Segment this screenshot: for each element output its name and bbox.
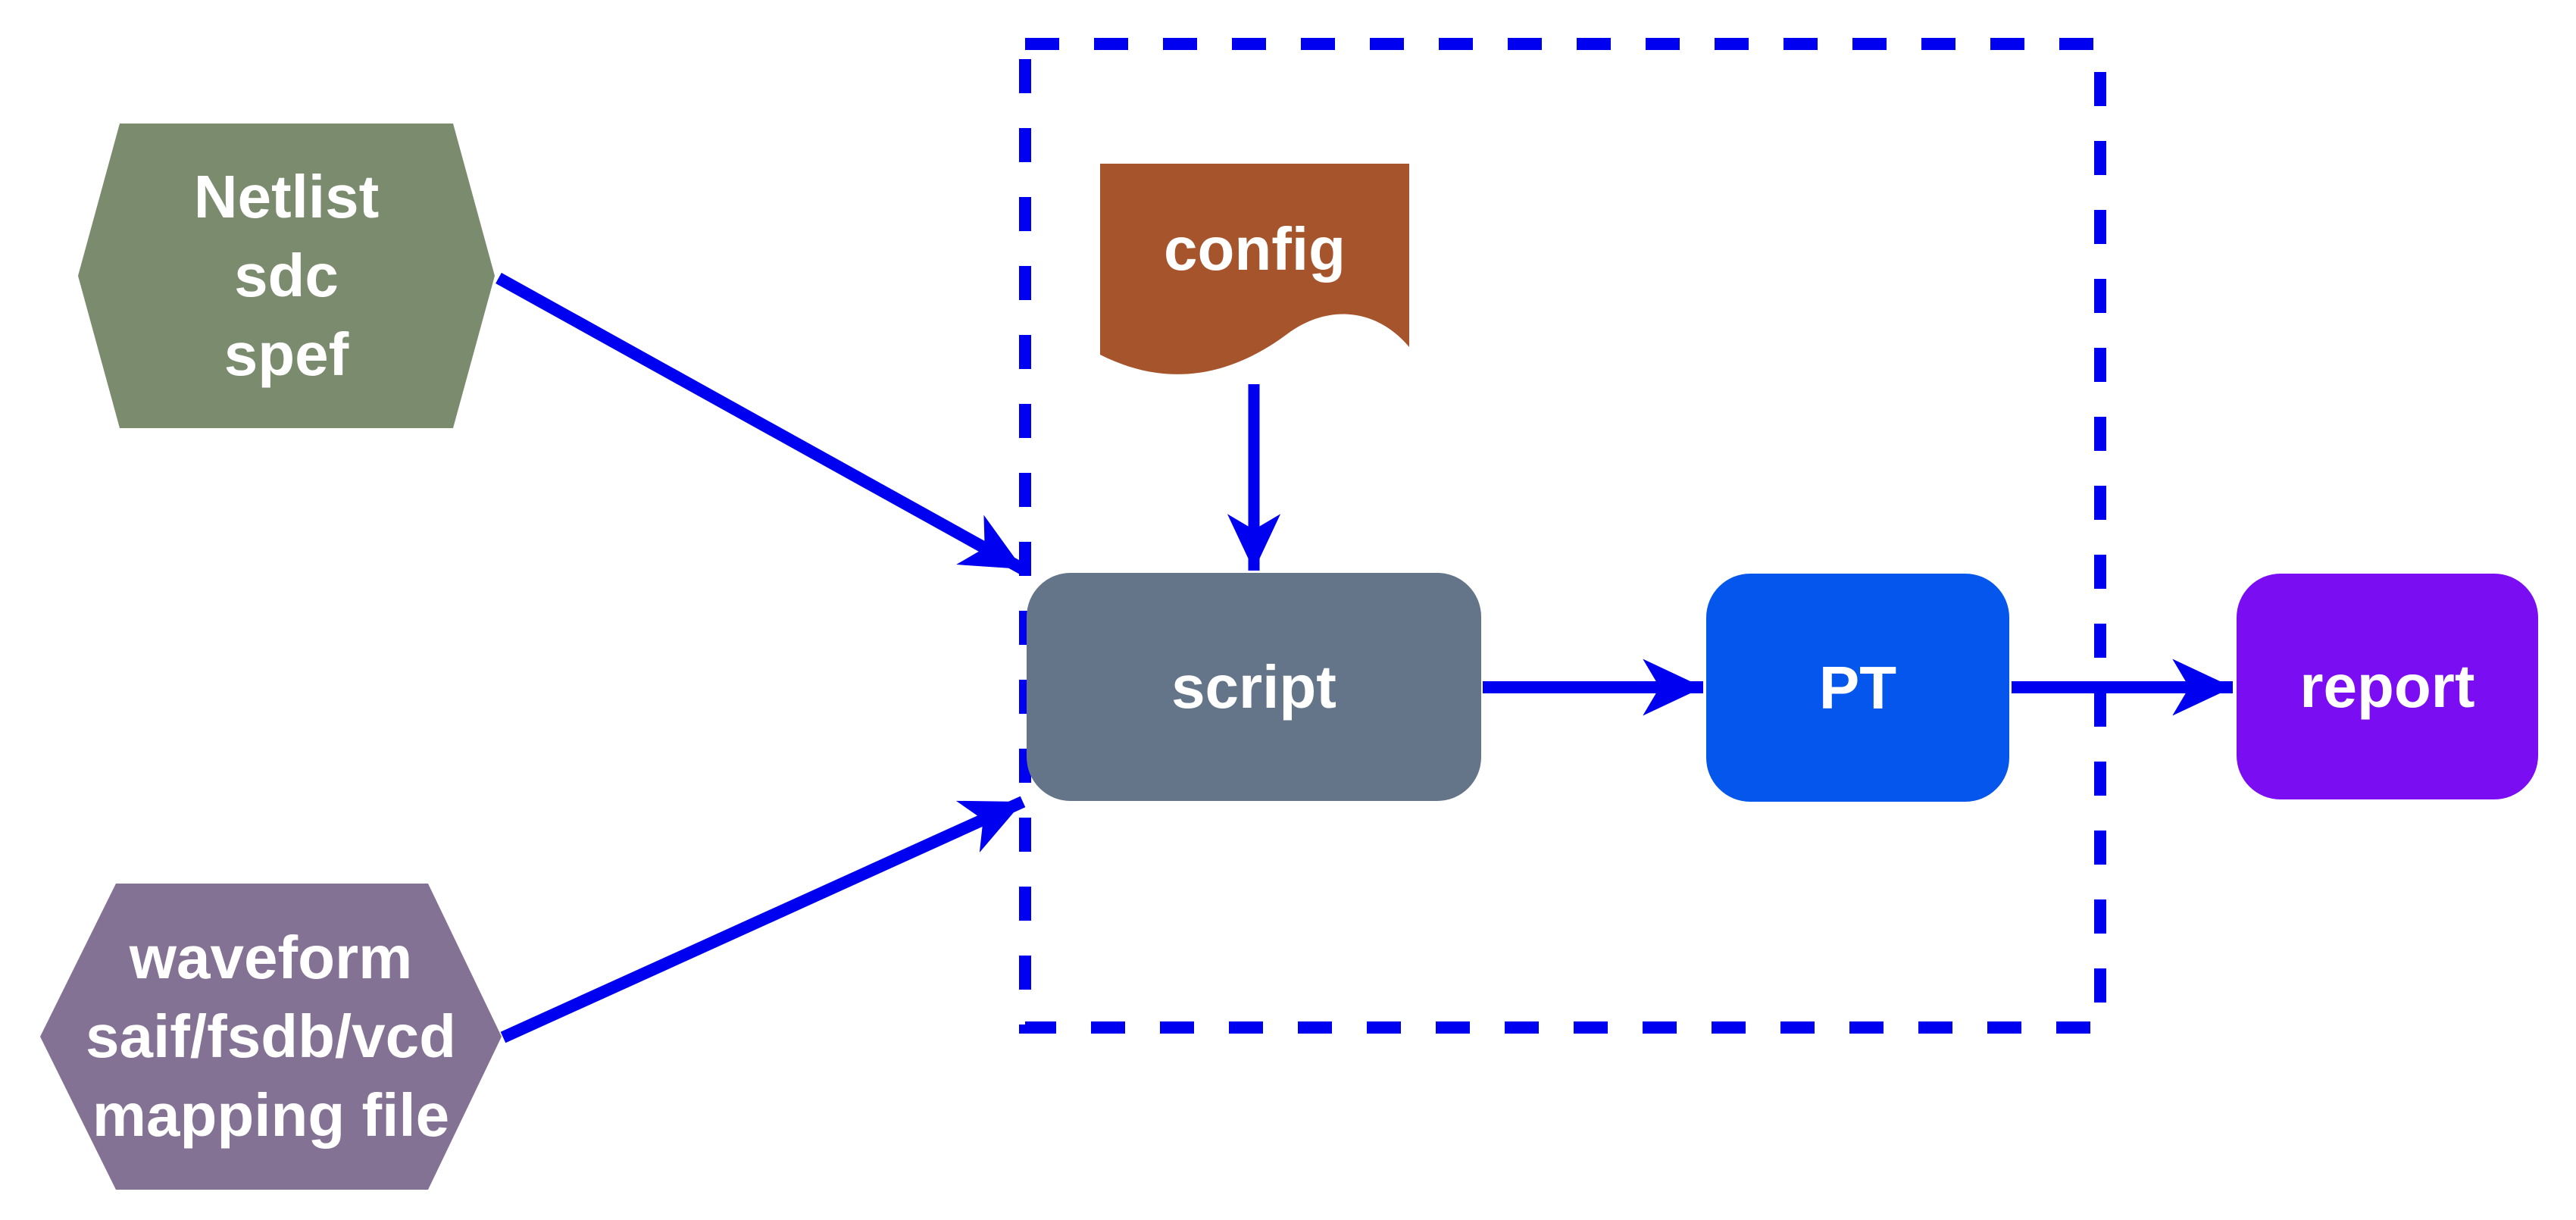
edge-waveform-to-script — [500, 796, 1026, 1043]
report-box — [2237, 574, 2538, 799]
edge-netlist-to-script — [496, 273, 1026, 574]
pt-box — [1706, 574, 2009, 802]
config-document-shape — [1100, 164, 1409, 374]
netlist-hexagon — [78, 124, 495, 428]
waveform-hexagon — [40, 884, 502, 1190]
script-box — [1027, 573, 1481, 801]
